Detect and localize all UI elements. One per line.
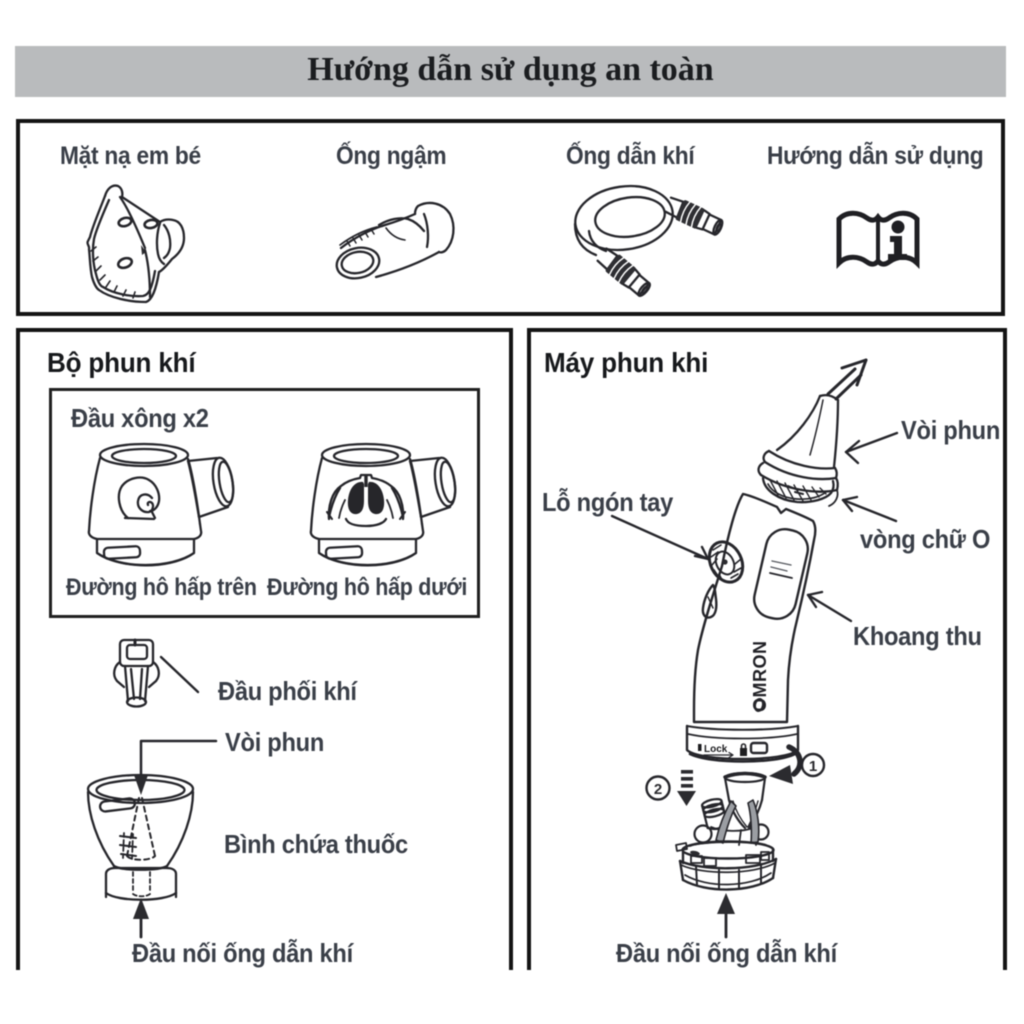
svg-text:OMRON: OMRON [750,641,770,713]
svg-text:1: 1 [809,758,817,775]
svg-text:Lock: Lock [704,744,728,755]
svg-text:2: 2 [654,781,662,798]
